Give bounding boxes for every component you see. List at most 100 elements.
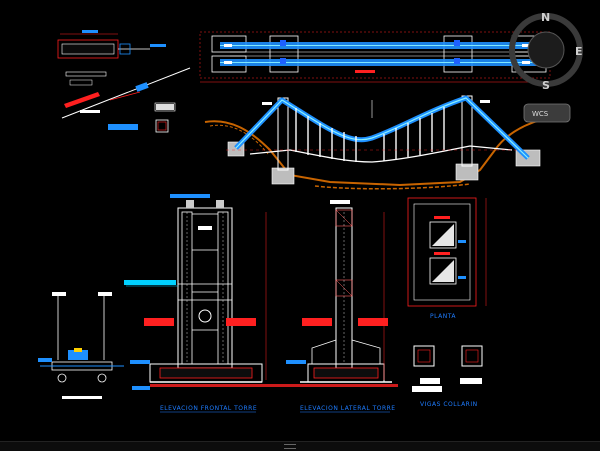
plan-marker-3 bbox=[522, 44, 530, 47]
status-bar bbox=[0, 441, 600, 451]
compass-south-label[interactable]: S bbox=[542, 79, 550, 92]
tower-side-label-left bbox=[302, 318, 332, 326]
pier-blue-tag bbox=[38, 358, 52, 362]
column-section-b bbox=[461, 345, 483, 367]
bridge-plan-view bbox=[199, 31, 551, 83]
tower-front-blue-tag bbox=[130, 360, 150, 364]
tower-side-brace-right bbox=[351, 339, 381, 364]
section-red-tag-2 bbox=[434, 252, 450, 255]
tower-front-footing-rebar bbox=[159, 367, 253, 379]
viewcube-ring[interactable] bbox=[509, 13, 583, 87]
tower-front-elevation: ELEVACION FRONTAL TORRE bbox=[124, 194, 267, 413]
column-section-a bbox=[413, 345, 435, 367]
section-inner-frame bbox=[413, 203, 471, 301]
plan-saddle-2 bbox=[280, 58, 286, 64]
column-section-a-rebar bbox=[417, 349, 431, 363]
viewcube-core[interactable] bbox=[527, 31, 565, 69]
plan-marker-1 bbox=[224, 44, 232, 47]
tower-side-top-tag bbox=[330, 200, 350, 204]
column-tag-b bbox=[460, 378, 482, 384]
section-detail: PLANTA bbox=[407, 197, 487, 320]
section-red-tag-1 bbox=[434, 216, 450, 219]
compass-east-label[interactable]: E bbox=[575, 45, 583, 58]
plan-saddle-1 bbox=[280, 40, 286, 46]
plan-saddle-4 bbox=[454, 58, 460, 64]
viewcube[interactable]: N S E bbox=[509, 11, 583, 92]
main-cable-highlight bbox=[235, 97, 529, 159]
tower-side-footing-rebar bbox=[313, 367, 379, 379]
tower-front-cap-left bbox=[186, 200, 194, 208]
tower-front-label-left bbox=[144, 318, 174, 326]
pier-wheel-left bbox=[57, 373, 67, 383]
pier-cable-block bbox=[68, 350, 88, 360]
tower-front-rebar bbox=[186, 212, 224, 364]
pier-title-tag bbox=[62, 396, 102, 399]
anchor-section-bar bbox=[65, 71, 107, 77]
anchor-bolt bbox=[119, 43, 131, 55]
tower-front-cable-callout bbox=[124, 280, 176, 285]
wcs-menu-button[interactable]: WCS bbox=[523, 103, 571, 123]
tower-front-outline bbox=[177, 207, 233, 369]
terrain-line-2 bbox=[209, 124, 269, 155]
tower-front-cable-hole bbox=[198, 309, 212, 323]
elev-tag-right bbox=[480, 100, 490, 103]
tower-front-blue-tag-2 bbox=[132, 386, 150, 390]
section-block-top bbox=[429, 221, 457, 249]
column-title: VIGAS COLLARIN bbox=[420, 401, 478, 408]
pier-detail bbox=[38, 292, 124, 399]
river-bed bbox=[314, 183, 471, 190]
section-blue-tag-1 bbox=[458, 240, 466, 243]
anchor-dim-tag bbox=[82, 30, 98, 33]
column-tag-a bbox=[420, 378, 440, 384]
section-blue-tag-2 bbox=[458, 276, 466, 279]
wcs-button-label[interactable]: WCS bbox=[532, 110, 549, 118]
ground-red-strip bbox=[150, 384, 398, 387]
clamp-red-mark bbox=[109, 91, 141, 101]
anchor-plate-inner bbox=[61, 43, 115, 55]
plan-saddle-3 bbox=[454, 40, 460, 46]
terrain-line bbox=[204, 115, 561, 187]
clamp-small-square bbox=[155, 119, 169, 133]
anchor-detail-group bbox=[57, 30, 191, 133]
section-title: PLANTA bbox=[430, 313, 456, 320]
right-tower-footing bbox=[455, 163, 479, 181]
panel-grip-handle[interactable] bbox=[284, 444, 296, 449]
tower-front-top-tag bbox=[170, 194, 210, 198]
clamp-red-shape bbox=[64, 92, 100, 108]
plan-red-tag bbox=[355, 70, 375, 73]
left-tower-footing bbox=[271, 167, 295, 185]
column-sections: VIGAS COLLARIN bbox=[412, 345, 483, 408]
column-section-b-rebar bbox=[465, 349, 479, 363]
clamp-box bbox=[154, 102, 176, 112]
hanger-group bbox=[295, 107, 445, 162]
tower-side-brace-left bbox=[311, 339, 337, 364]
column-tag-a2 bbox=[412, 386, 442, 392]
tower-front-title: ELEVACION FRONTAL TORRE bbox=[160, 405, 257, 412]
plan-marker-4 bbox=[522, 61, 530, 64]
tower-front-cap-right bbox=[216, 200, 224, 208]
plan-right-tower bbox=[443, 35, 473, 73]
tower-side-title: ELEVACION LATERAL TORRE bbox=[300, 405, 396, 412]
elev-tag-left bbox=[262, 102, 272, 105]
pier-cap-right bbox=[98, 292, 112, 296]
tower-front-label-right bbox=[226, 318, 256, 326]
tower-side-label-right bbox=[358, 318, 388, 326]
wcs-button-bg[interactable] bbox=[523, 103, 571, 123]
section-outer-frame bbox=[407, 197, 477, 307]
plan-marker-2 bbox=[224, 61, 232, 64]
pier-cap-left bbox=[52, 292, 66, 296]
bridge-deck bbox=[249, 145, 513, 163]
clamp-blue-tag bbox=[135, 82, 149, 92]
tower-front-saddle bbox=[198, 226, 212, 230]
clamp-small-square-inner bbox=[157, 121, 167, 131]
clamp-box-fill bbox=[156, 104, 174, 110]
section-wedge-top bbox=[432, 224, 454, 246]
bridge-elevation-view bbox=[204, 95, 561, 190]
tower-side-elevation: ELEVACION LATERAL TORRE bbox=[286, 200, 396, 413]
left-tower bbox=[277, 97, 289, 171]
clamp-white-tag bbox=[80, 110, 100, 113]
main-cable bbox=[234, 95, 530, 160]
compass-north-label[interactable]: N bbox=[541, 11, 550, 24]
clamp-label-tag bbox=[108, 124, 138, 130]
